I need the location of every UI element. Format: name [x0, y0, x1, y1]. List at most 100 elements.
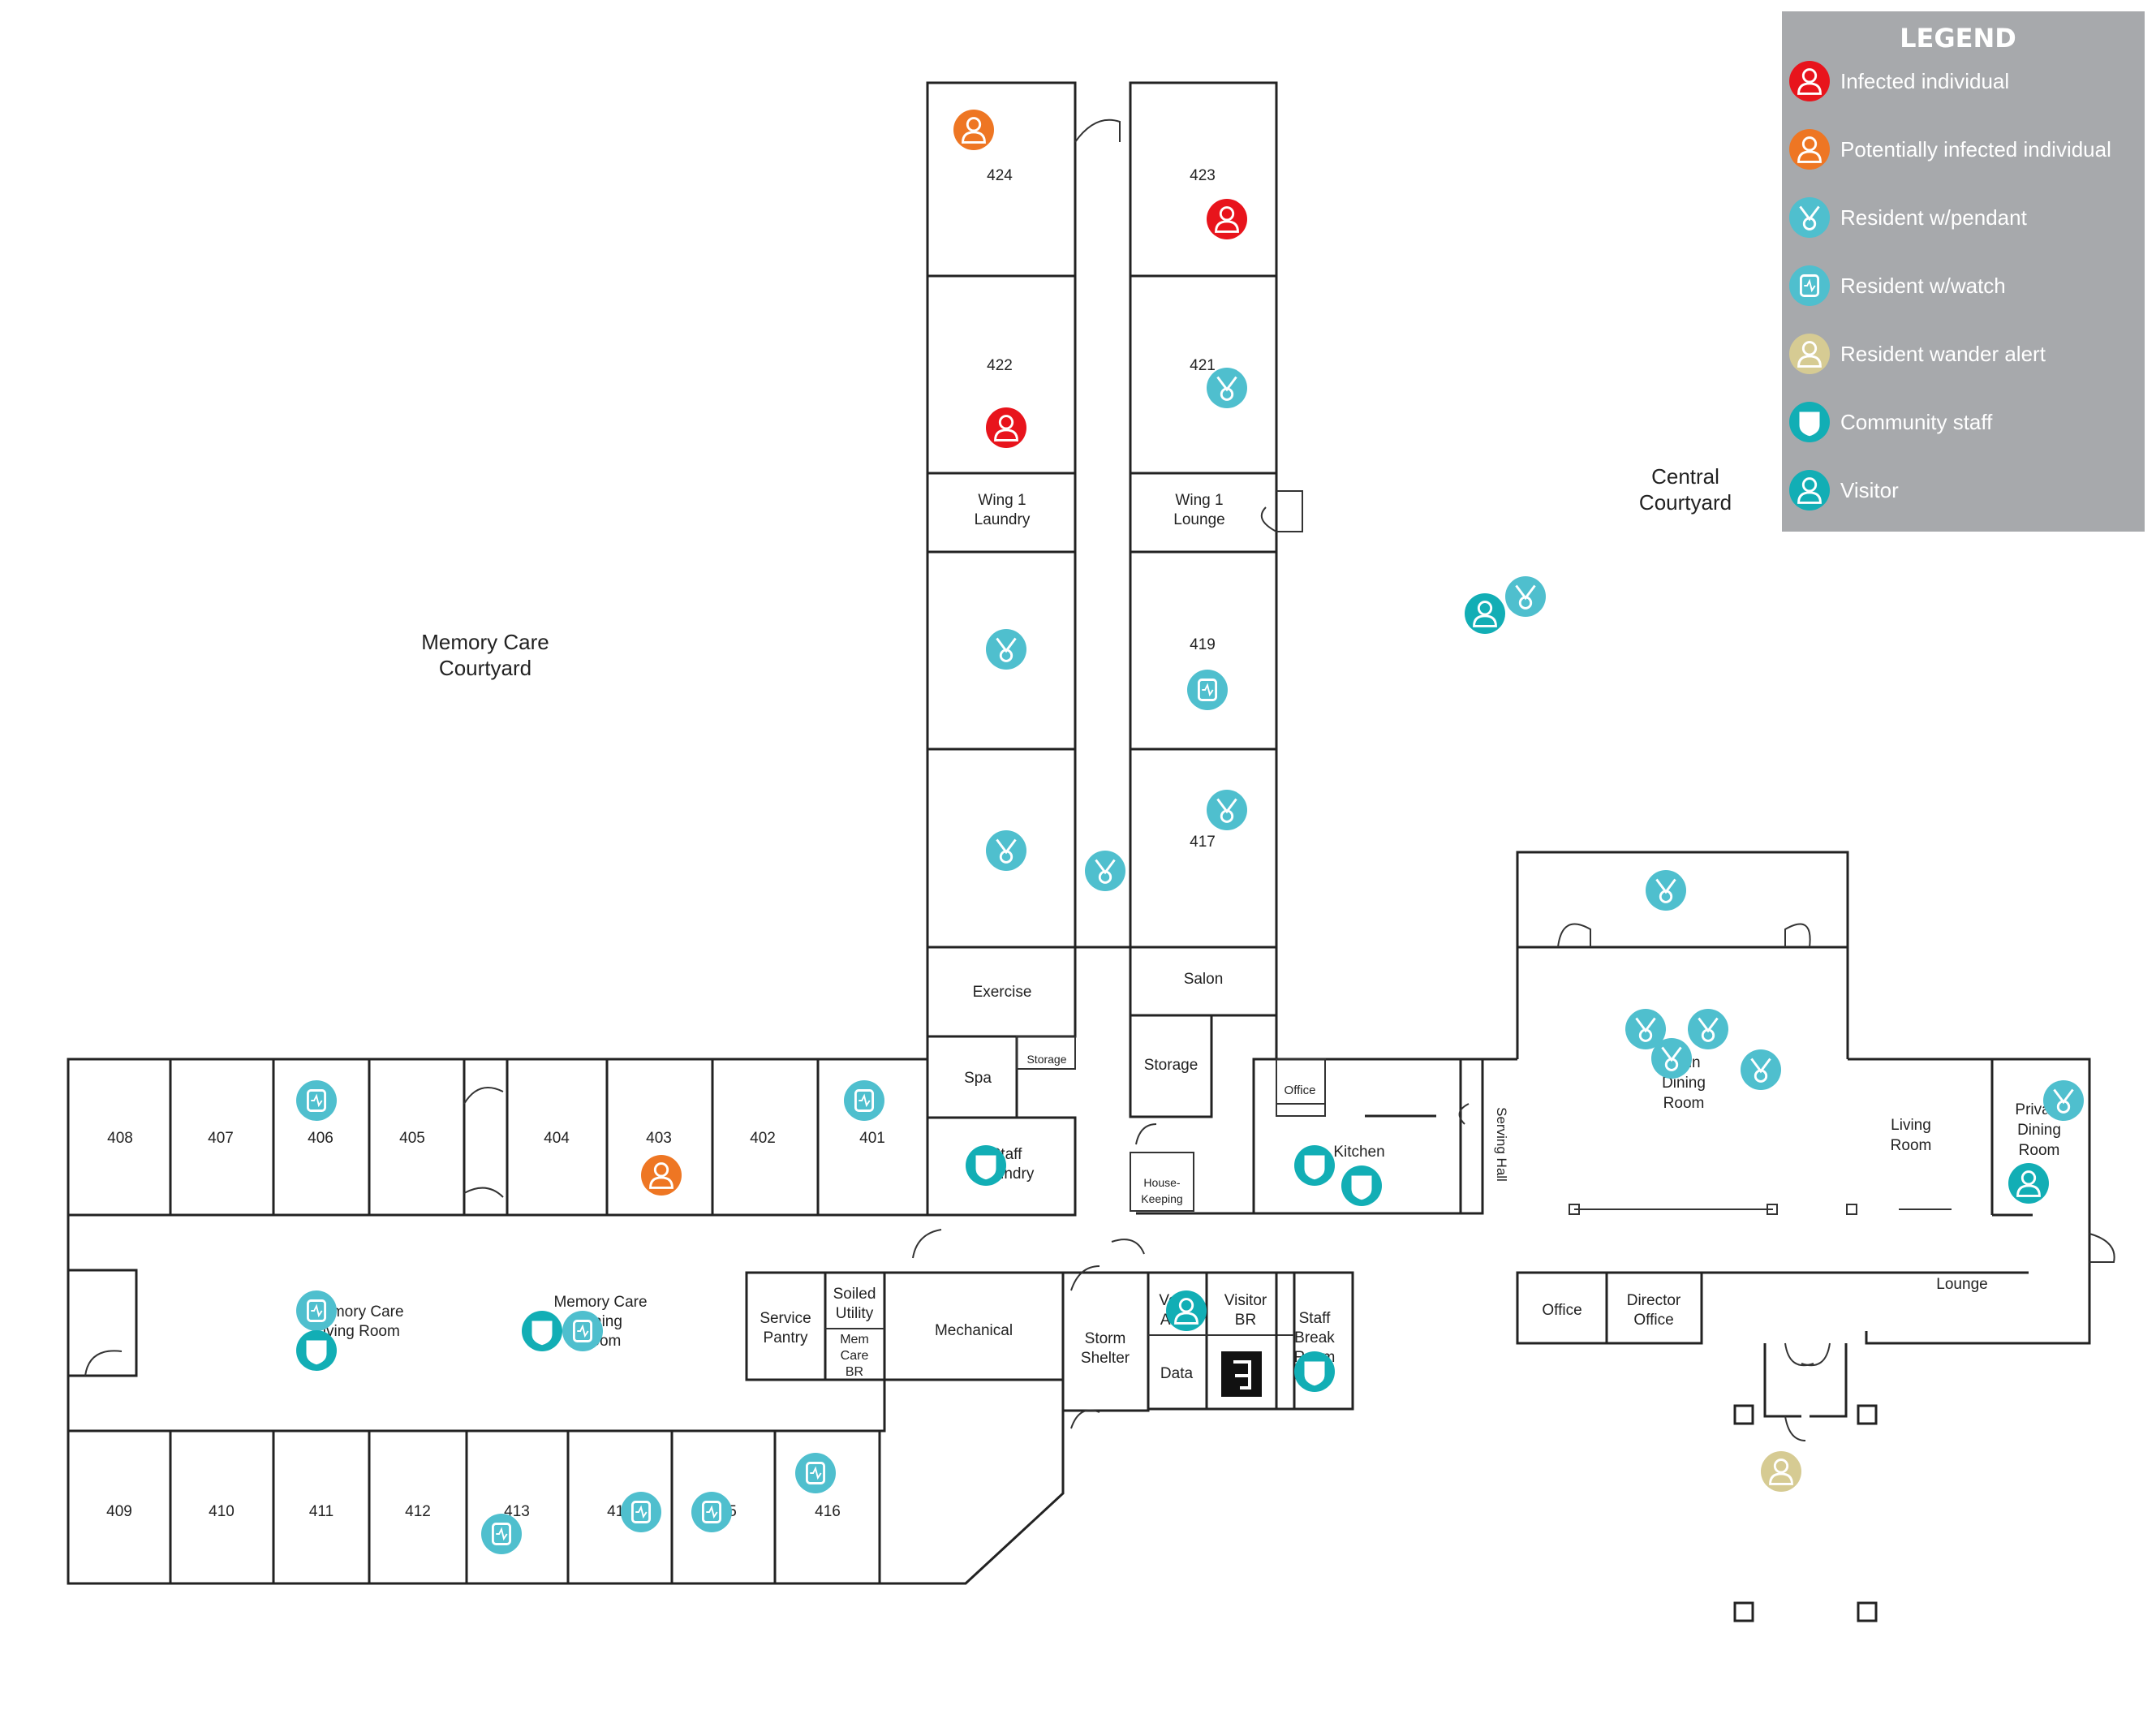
mem-care-br-label: Mem	[840, 1333, 869, 1346]
infected-individual-marker	[1207, 199, 1247, 239]
resident-pendant-marker	[1505, 576, 1546, 617]
potentially-infected-marker	[641, 1155, 682, 1196]
svg-text:Room: Room	[1663, 1095, 1705, 1112]
room-407-label: 407	[208, 1130, 234, 1147]
svg-text:Dining: Dining	[1662, 1075, 1706, 1092]
room-411-label: 411	[309, 1503, 334, 1520]
resident-pendant-marker	[1207, 368, 1247, 408]
community-staff-marker	[1294, 1145, 1335, 1186]
person-markers	[296, 110, 2084, 1554]
svg-text:BR: BR	[1235, 1312, 1256, 1329]
legend-label: Potentially infected individual	[1840, 137, 2111, 162]
svg-text:Break: Break	[1294, 1329, 1335, 1346]
community-staff-marker	[1341, 1165, 1382, 1206]
resident-watch-marker	[562, 1311, 603, 1351]
svg-text:Living Room: Living Room	[314, 1323, 400, 1340]
storage-small-label: Storage	[1026, 1053, 1066, 1066]
svg-text:Shelter: Shelter	[1081, 1350, 1130, 1367]
room-406-label: 406	[308, 1130, 334, 1147]
svg-text:Pantry: Pantry	[764, 1329, 808, 1346]
legend-wander-alert-icon	[1789, 334, 1830, 374]
storm-shelter-label: Storm	[1085, 1330, 1126, 1347]
room-423-label: 423	[1190, 167, 1216, 184]
room-405-label: 405	[399, 1130, 425, 1147]
legend-label: Resident wander alert	[1840, 342, 2046, 366]
resident-watch-marker	[481, 1514, 522, 1554]
svg-text:Memory Care: Memory Care	[421, 630, 549, 654]
legend-infected-icon	[1789, 61, 1830, 101]
legend-watch-icon	[1789, 265, 1830, 306]
infected-individual-marker	[986, 407, 1026, 448]
svg-text:Utility: Utility	[836, 1305, 874, 1322]
legend-potentially-infected-icon	[1789, 129, 1830, 170]
memory-care-courtyard-label: Memory Care Courtyard	[421, 630, 549, 680]
legend-title: LEGEND	[1900, 23, 2016, 54]
room-416-label: 416	[815, 1503, 841, 1520]
room-424-label: 424	[987, 167, 1013, 184]
resident-pendant-marker	[1651, 1038, 1692, 1079]
soiled-utility-label: Soiled	[833, 1286, 876, 1303]
kitchen-label: Kitchen	[1333, 1144, 1384, 1161]
wing1-laundry-label: Wing 1	[978, 492, 1026, 509]
resident-pendant-marker	[986, 830, 1026, 871]
floor-plan-walls	[67, 81, 2091, 1622]
resident-pendant-marker	[1646, 870, 1686, 911]
room-408-label: 408	[107, 1130, 133, 1147]
legend-visitor-icon	[1789, 470, 1830, 511]
resident-pendant-marker	[1207, 790, 1247, 830]
legend-staff-icon	[1789, 402, 1830, 442]
data-room-label: Data	[1160, 1365, 1194, 1382]
svg-text:Room: Room	[2019, 1142, 2060, 1159]
resident-pendant-marker	[1741, 1049, 1781, 1090]
svg-text:Office: Office	[1633, 1312, 1673, 1329]
resident-watch-marker	[844, 1080, 884, 1121]
resident-watch-marker	[621, 1492, 661, 1532]
office-small-label: Office	[1285, 1084, 1316, 1097]
resident-watch-marker	[296, 1080, 337, 1121]
service-pantry-label: Service	[760, 1310, 811, 1327]
svg-text:Keeping: Keeping	[1141, 1192, 1182, 1205]
room-labels: 424 423 422 421 Wing 1 Laundry Wing 1 Lo…	[106, 167, 2063, 1520]
restroom-sign-icon	[1221, 1351, 1262, 1397]
visitor-br-label: Visitor	[1224, 1292, 1267, 1309]
resident-pendant-marker	[2043, 1080, 2084, 1121]
visitor-marker	[1465, 593, 1505, 634]
living-room-label: Living	[1891, 1117, 1931, 1134]
room-412-label: 412	[405, 1503, 431, 1520]
community-staff-marker	[966, 1145, 1006, 1186]
resident-watch-marker	[691, 1492, 732, 1532]
legend-label: Infected individual	[1840, 69, 2009, 93]
svg-text:Lounge: Lounge	[1173, 511, 1224, 528]
room-401-label: 401	[859, 1130, 885, 1147]
room-419-label: 419	[1190, 636, 1216, 653]
room-404-label: 404	[544, 1130, 570, 1147]
resident-wander-alert-marker	[1761, 1451, 1801, 1492]
community-staff-marker	[522, 1311, 562, 1351]
resident-watch-marker	[795, 1453, 836, 1493]
resident-pendant-marker	[1625, 1009, 1666, 1049]
svg-text:Central: Central	[1651, 464, 1719, 489]
legend-label: Resident w/watch	[1840, 274, 2006, 298]
svg-text:Laundry: Laundry	[975, 511, 1031, 528]
exercise-label: Exercise	[973, 984, 1032, 1001]
legend-pendant-icon	[1789, 197, 1830, 238]
serving-hall-label: Serving Hall	[1494, 1107, 1509, 1182]
mechanical-label: Mechanical	[935, 1322, 1013, 1339]
room-422-label: 422	[987, 357, 1013, 374]
lounge-label: Lounge	[1936, 1276, 1987, 1293]
room-417-label: 417	[1190, 834, 1216, 851]
community-staff-marker	[1294, 1351, 1335, 1392]
svg-text:Courtyard: Courtyard	[439, 656, 531, 680]
salon-label: Salon	[1184, 971, 1224, 988]
spa-label: Spa	[964, 1070, 992, 1087]
svg-text:Room: Room	[1891, 1137, 1932, 1154]
visitor-marker	[2008, 1163, 2049, 1204]
svg-text:BR: BR	[846, 1365, 863, 1379]
office-label: Office	[1542, 1302, 1581, 1319]
door-swings	[84, 118, 2115, 1441]
wing1-lounge-label: Wing 1	[1175, 492, 1223, 509]
legend-label: Community staff	[1840, 410, 1993, 434]
housekeeping-label: House-	[1143, 1176, 1180, 1189]
